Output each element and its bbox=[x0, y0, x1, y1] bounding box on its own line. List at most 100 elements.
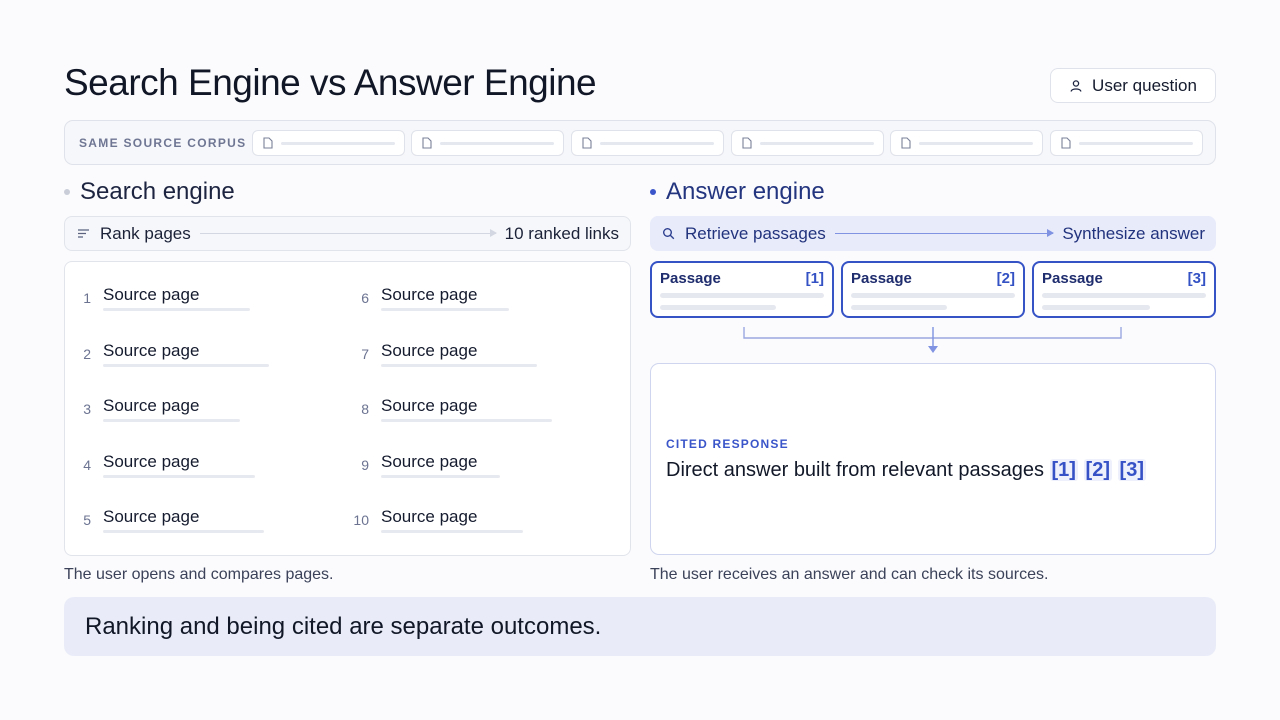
placeholder-line bbox=[660, 293, 824, 298]
ranked-link-item: 1 Source page bbox=[65, 285, 305, 315]
placeholder-line bbox=[381, 475, 500, 478]
ranked-link-item: 9 Source page bbox=[343, 452, 583, 482]
rank-number: 9 bbox=[361, 457, 369, 473]
user-question-chip: User question bbox=[1050, 68, 1216, 103]
rank-label: Source page bbox=[381, 396, 478, 415]
ranked-link-item: 2 Source page bbox=[65, 341, 305, 371]
passage-ref: [1] bbox=[805, 270, 824, 287]
bullet-dot bbox=[64, 189, 70, 195]
answer-flow-from: Retrieve passages bbox=[685, 223, 826, 243]
search-engine-heading: Search engine bbox=[64, 178, 235, 206]
rank-number: 6 bbox=[361, 290, 369, 306]
rank-label: Source page bbox=[381, 285, 478, 304]
rank-number: 3 bbox=[83, 401, 91, 417]
ranked-link-item: 10 Source page bbox=[343, 507, 583, 537]
document-icon bbox=[742, 137, 752, 149]
flow-arrow bbox=[834, 229, 1054, 237]
page-title: Search Engine vs Answer Engine bbox=[64, 62, 597, 103]
rank-number: 1 bbox=[83, 290, 91, 306]
placeholder-line bbox=[103, 530, 264, 533]
passage-ref: [2] bbox=[996, 270, 1015, 287]
rank-number: 2 bbox=[83, 346, 91, 362]
placeholder-line bbox=[381, 419, 552, 422]
corpus-label: SAME SOURCE CORPUS bbox=[79, 136, 247, 150]
corpus-document bbox=[252, 130, 405, 156]
placeholder-line bbox=[660, 305, 776, 310]
cited-response-label: CITED RESPONSE bbox=[666, 437, 789, 451]
document-icon bbox=[901, 137, 911, 149]
bullet-dot bbox=[650, 189, 656, 195]
answer-engine-heading: Answer engine bbox=[650, 178, 825, 206]
search-engine-title: Search engine bbox=[80, 178, 235, 205]
rank-number: 4 bbox=[83, 457, 91, 473]
corpus-document bbox=[571, 130, 724, 156]
ranked-links-panel: 1 Source page 2 Source page 3 Source pag… bbox=[64, 261, 631, 556]
placeholder-line bbox=[381, 364, 537, 367]
ranked-link-item: 5 Source page bbox=[65, 507, 305, 537]
passage-ref: [3] bbox=[1187, 270, 1206, 287]
placeholder-line bbox=[381, 308, 509, 311]
answer-caption: The user receives an answer and can chec… bbox=[650, 566, 1049, 583]
passage-label: Passage bbox=[1042, 270, 1103, 287]
corpus-document bbox=[411, 130, 564, 156]
answer-engine-title: Answer engine bbox=[666, 178, 825, 205]
placeholder-line bbox=[103, 419, 240, 422]
search-flow-to: 10 ranked links bbox=[504, 223, 619, 243]
rank-label: Source page bbox=[103, 507, 200, 526]
cited-response-text: Direct answer built from relevant passag… bbox=[666, 459, 1146, 482]
rank-number: 8 bbox=[361, 401, 369, 417]
placeholder-line bbox=[1042, 305, 1150, 310]
document-icon bbox=[582, 137, 592, 149]
sort-lines-icon bbox=[78, 229, 89, 238]
placeholder-line bbox=[851, 293, 1015, 298]
answer-flow-bar: Retrieve passages Synthesize answer bbox=[650, 216, 1216, 251]
search-flow-from: Rank pages bbox=[100, 223, 191, 243]
placeholder-line bbox=[103, 475, 255, 478]
ranked-link-item: 7 Source page bbox=[343, 341, 583, 371]
corpus-document bbox=[731, 130, 884, 156]
rank-number: 7 bbox=[361, 346, 369, 362]
search-caption: The user opens and compares pages. bbox=[64, 566, 334, 583]
citation-marker: [2] bbox=[1083, 459, 1112, 481]
passage-card: Passage [1] bbox=[650, 261, 834, 318]
citation-marker: [3] bbox=[1117, 459, 1146, 481]
footer-takeaway: Ranking and being cited are separate out… bbox=[64, 597, 1216, 656]
citation-marker: [1] bbox=[1049, 459, 1078, 481]
placeholder-line bbox=[851, 305, 947, 310]
rank-label: Source page bbox=[103, 341, 200, 360]
rank-label: Source page bbox=[381, 452, 478, 471]
corpus-document bbox=[1050, 130, 1203, 156]
response-sentence: Direct answer built from relevant passag… bbox=[666, 459, 1044, 481]
rank-label: Source page bbox=[103, 396, 200, 415]
search-flow-bar: Rank pages 10 ranked links bbox=[64, 216, 631, 251]
ranked-link-item: 4 Source page bbox=[65, 452, 305, 482]
document-icon bbox=[263, 137, 273, 149]
document-icon bbox=[422, 137, 432, 149]
placeholder-line bbox=[381, 530, 523, 533]
cited-response-card: CITED RESPONSE Direct answer built from … bbox=[650, 363, 1216, 555]
flow-arrow bbox=[199, 229, 497, 237]
source-corpus-bar: SAME SOURCE CORPUS bbox=[64, 120, 1216, 165]
placeholder-line bbox=[103, 364, 269, 367]
rank-label: Source page bbox=[381, 507, 478, 526]
rank-label: Source page bbox=[103, 285, 200, 304]
corpus-document bbox=[890, 130, 1043, 156]
ranked-link-item: 3 Source page bbox=[65, 396, 305, 426]
passage-card: Passage [2] bbox=[841, 261, 1025, 318]
passage-card: Passage [3] bbox=[1032, 261, 1216, 318]
ranked-link-item: 8 Source page bbox=[343, 396, 583, 426]
passages-to-answer-connector bbox=[743, 327, 1122, 353]
placeholder-line bbox=[1042, 293, 1206, 298]
search-icon bbox=[663, 228, 675, 240]
ranked-link-item: 6 Source page bbox=[343, 285, 583, 315]
rank-label: Source page bbox=[381, 341, 478, 360]
document-icon bbox=[1061, 137, 1071, 149]
passage-label: Passage bbox=[851, 270, 912, 287]
rank-number: 10 bbox=[353, 512, 369, 528]
rank-label: Source page bbox=[103, 452, 200, 471]
user-question-label: User question bbox=[1092, 75, 1197, 95]
user-icon bbox=[1070, 79, 1082, 92]
answer-flow-to: Synthesize answer bbox=[1062, 223, 1205, 243]
placeholder-line bbox=[103, 308, 250, 311]
rank-number: 5 bbox=[83, 512, 91, 528]
